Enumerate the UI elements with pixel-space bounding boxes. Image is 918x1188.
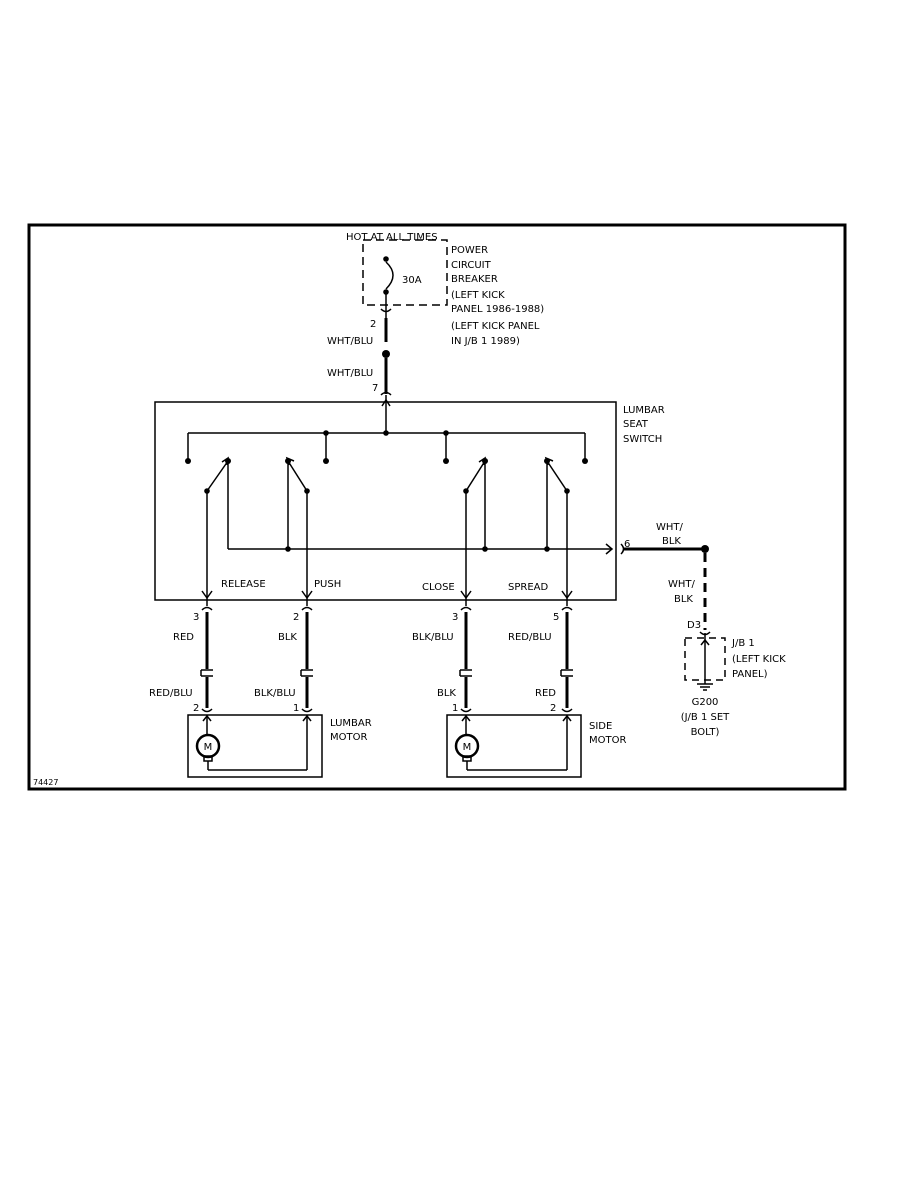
breaker-line: POWER [451,245,488,256]
function-spread-label: SPREAD [508,582,548,593]
motor-pin: 2 [550,703,556,714]
lumbar-motor-label: LUMBAR [330,718,372,729]
function-close-label: CLOSE [422,582,455,593]
function-release-label: RELEASE [221,579,266,590]
breaker-line: (LEFT KICK PANEL [451,321,540,332]
lumbar-motor-label: MOTOR [330,732,367,743]
harness-wires [200,606,573,713]
lumbar-seat-switch [154,401,617,606]
wire-label-lower: RED [535,688,556,699]
breaker-line: CIRCUIT [451,260,492,271]
motor-pin: 1 [293,703,299,714]
wire-label-upper: RED/BLU [508,632,552,643]
wire-label-lower: RED/BLU [149,688,193,699]
wire-label-lower: BLK/BLU [254,688,296,699]
motor-pin: 1 [452,703,458,714]
breaker-line: (LEFT KICK [451,290,505,301]
ground-wire-upper-label: BLK [662,536,681,547]
hot-label: HOT AT ALL TIMES [346,232,438,243]
ground-label: BOLT) [691,727,720,738]
switch-title: LUMBAR SEAT SWITCH [623,405,665,445]
ground-label: G200 [692,697,719,708]
feed-wire [380,318,392,433]
breaker-rating: 30A [402,275,422,286]
lumbar-motor [187,714,323,778]
side-motor-label: MOTOR [589,735,626,746]
switch-pin: 5 [553,612,559,623]
breaker-line: IN J/B 1 1989) [451,336,520,347]
figure-id: 74427 [33,778,58,787]
jb-label: PANEL) [732,669,768,680]
ground-connector-label: D3 [687,620,701,631]
ground-label: (J/B 1 SET [681,712,730,723]
breaker-line: BREAKER [451,274,498,285]
side-motor-symbol: M [463,742,472,753]
feed-wire-lower-label: WHT/BLU [327,368,373,379]
feed-wire-upper-label: WHT/BLU [327,336,373,347]
switch-pin: 3 [452,612,458,623]
circuit-breaker [362,239,448,318]
wire-label-upper: BLK [278,632,297,643]
wire-label-upper: BLK/BLU [412,632,454,643]
ground-wire-lower-label: WHT/ [668,579,696,590]
switch-title-line: SWITCH [623,434,662,445]
breaker-label: POWER CIRCUIT BREAKER (LEFT KICK PANEL 1… [451,245,544,347]
ground-circuit [620,543,726,691]
switch-pin: 2 [293,612,299,623]
lumbar-motor-symbol: M [204,742,213,753]
switch-feed-pin: 7 [372,383,378,394]
motor-pin: 2 [193,703,199,714]
function-push-label: PUSH [314,579,341,590]
switch-pin: 3 [193,612,199,623]
jb-label: J/B 1 [731,638,755,649]
breaker-pin: 2 [370,319,376,330]
switch-ground-pin: 6 [624,539,630,550]
breaker-line: PANEL 1986-1988) [451,304,544,315]
wire-label-upper: RED [173,632,194,643]
jb-label: (LEFT KICK [732,654,786,665]
switch-title-line: LUMBAR [623,405,665,416]
ground-wire-lower-label: BLK [674,594,693,605]
side-motor-label: SIDE [589,721,612,732]
ground-wire-upper-label: WHT/ [656,522,684,533]
side-motor [446,714,582,778]
switch-title-line: SEAT [623,419,649,430]
diagram-frame [27,223,847,791]
wire-label-lower: BLK [437,688,456,699]
